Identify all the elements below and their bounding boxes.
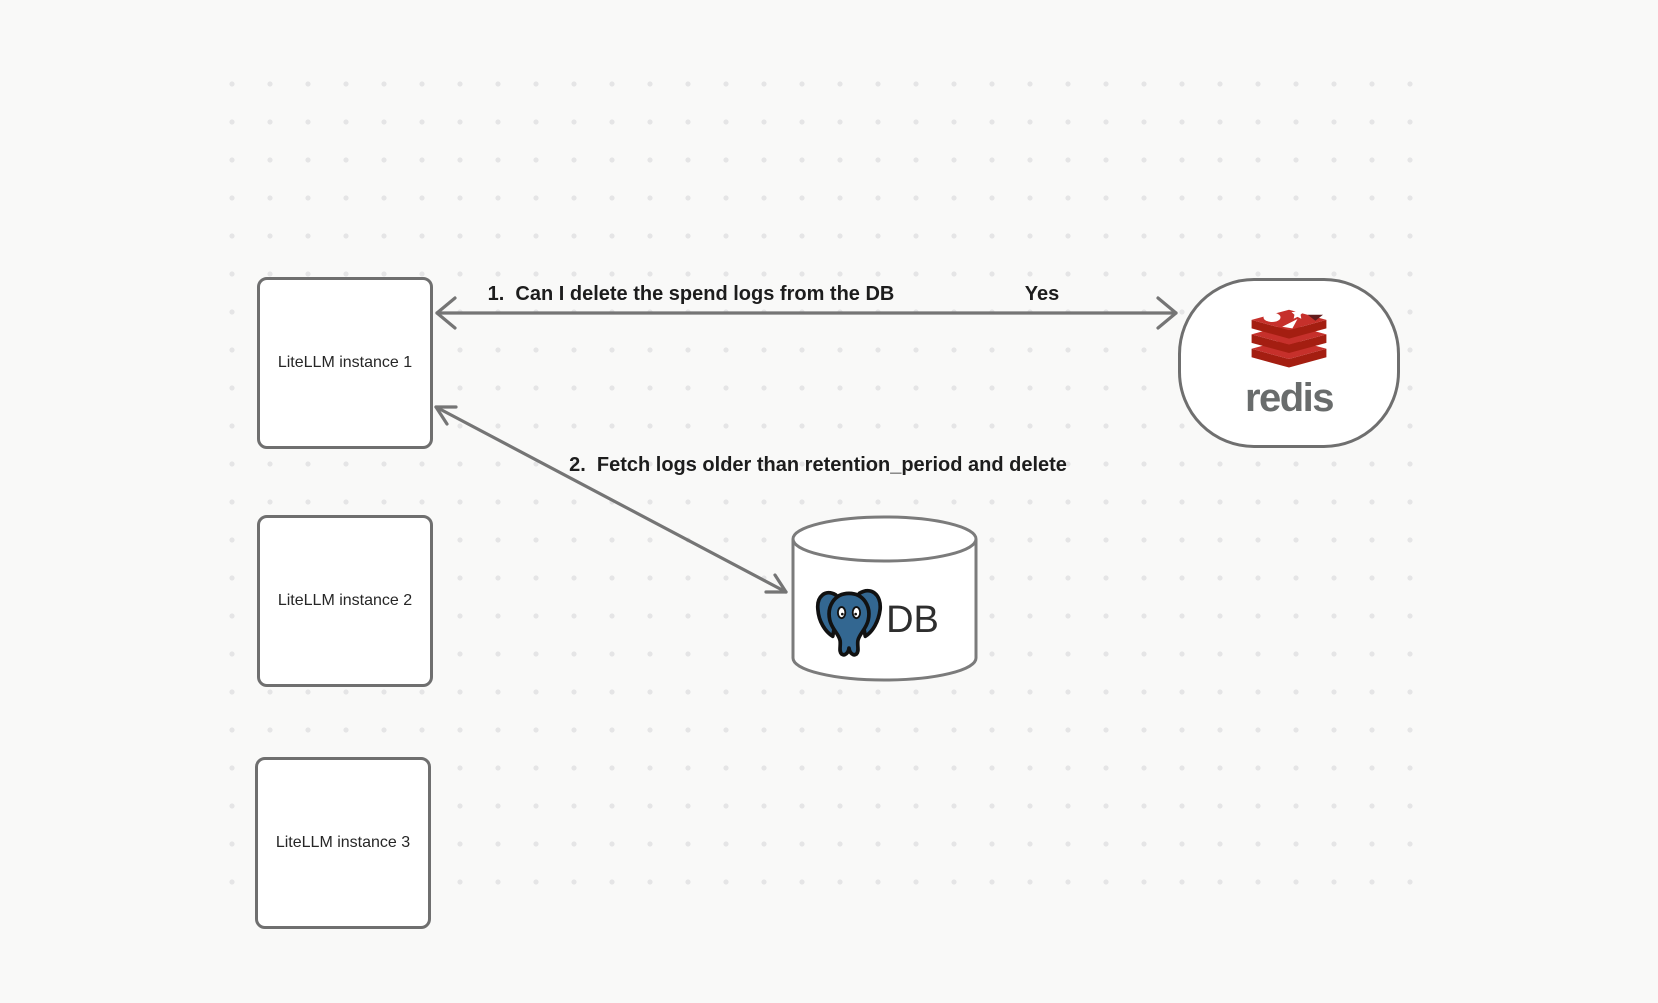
node-litellm-instance-1[interactable]: LiteLLM instance 1	[257, 277, 433, 449]
node-label: LiteLLM instance 2	[277, 592, 413, 609]
arrow2-label: 2. Fetch logs older than retention_perio…	[569, 454, 1067, 476]
redis-logo-icon	[1251, 308, 1327, 368]
node-redis[interactable]: redis	[1178, 278, 1400, 448]
redis-wordmark: redis	[1244, 376, 1335, 420]
arrow-redis-litellm[interactable]	[435, 296, 1178, 330]
node-litellm-instance-2[interactable]: LiteLLM instance 2	[257, 515, 433, 687]
postgresql-logo-icon	[816, 588, 883, 657]
node-db-content: DB	[792, 578, 959, 662]
arrow1-label: 1. Can I delete the spend logs from the …	[487, 283, 895, 305]
arrow1-response-label: Yes	[1024, 283, 1060, 305]
node-litellm-instance-3[interactable]: LiteLLM instance 3	[255, 757, 431, 929]
db-label: DB	[886, 599, 939, 641]
node-label: LiteLLM instance 3	[275, 834, 411, 851]
node-label: LiteLLM instance 1	[277, 354, 413, 371]
arrow-db-litellm[interactable]	[434, 405, 788, 594]
